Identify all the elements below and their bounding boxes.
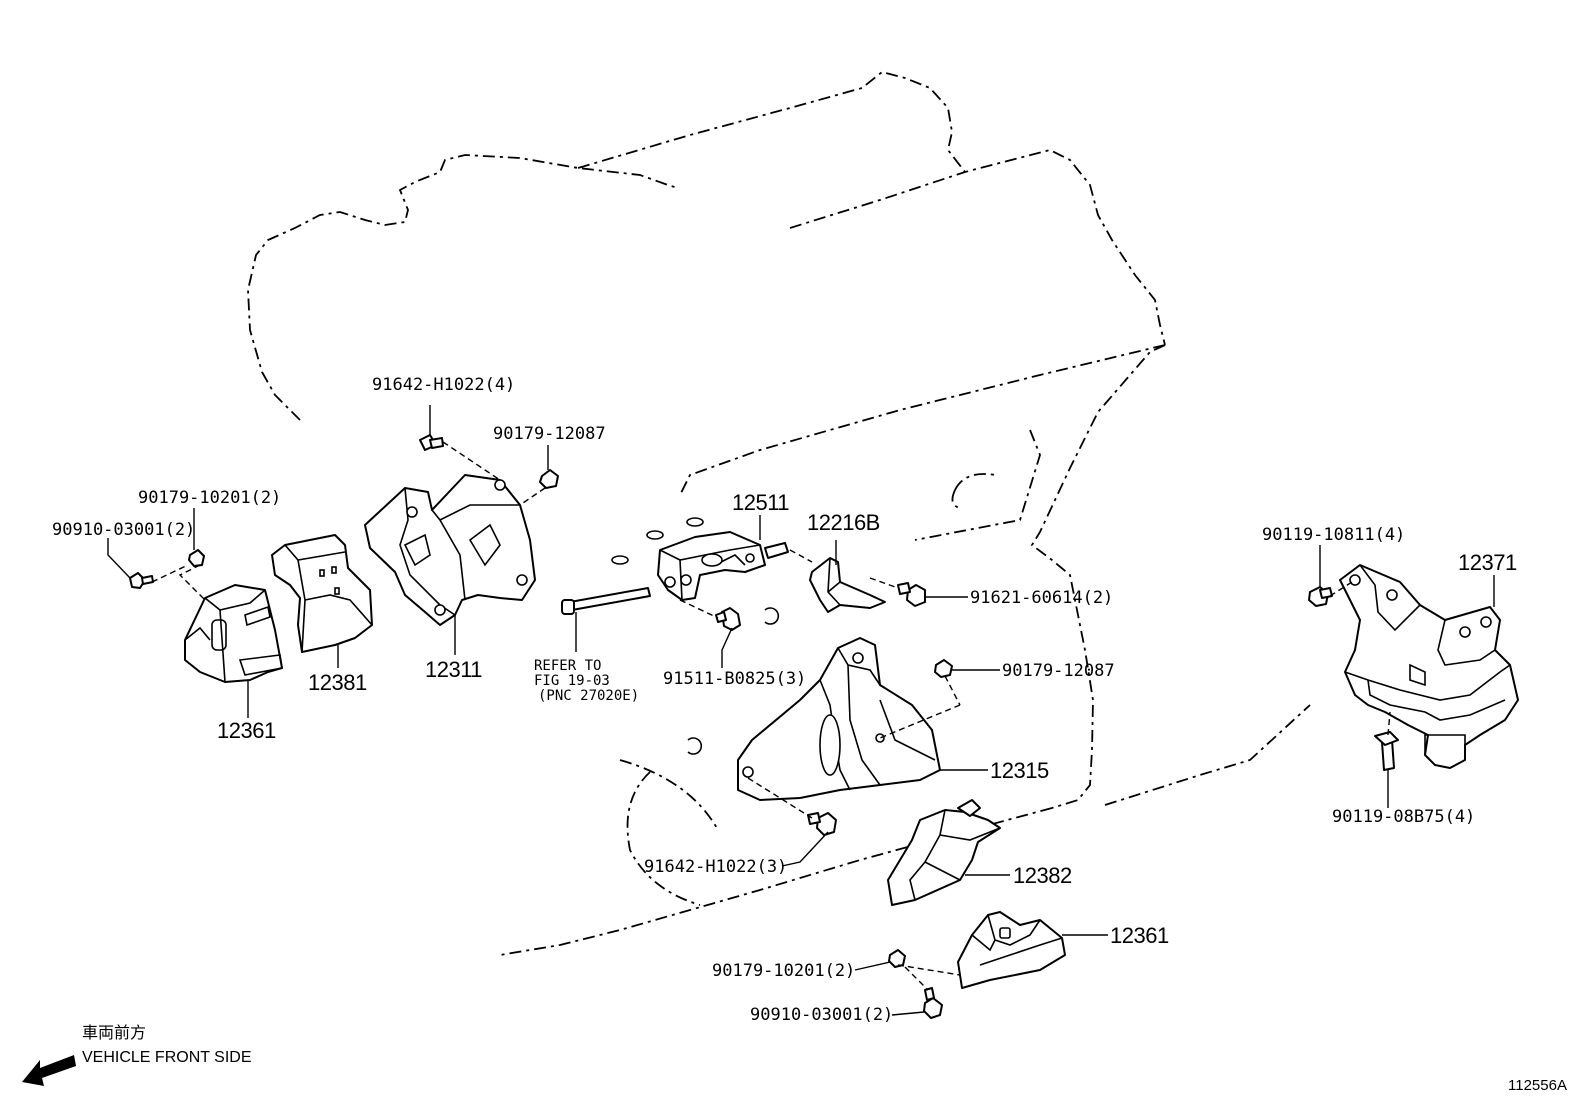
label-90910-03001-bottom[interactable]: 90910-03001(2) <box>750 1005 893 1025</box>
part-12371-rear-mount[interactable] <box>1339 564 1519 769</box>
bolt-90119-08b75[interactable] <box>1374 731 1399 771</box>
bolt-91642-mid[interactable] <box>807 812 837 836</box>
long-bolt-refer[interactable] <box>561 587 651 615</box>
part-12216b-stay[interactable] <box>809 557 886 613</box>
label-12361-right[interactable]: 12361 <box>1110 923 1169 948</box>
direction-jp: 車両前方 <box>82 1023 146 1042</box>
nut-90179-10201-left[interactable] <box>188 549 205 567</box>
bolt-90910-03001-bottom[interactable] <box>923 987 943 1019</box>
label-91642-mid[interactable]: 91642-H1022(3) <box>644 857 787 877</box>
label-90119-08b75[interactable]: 90119-08B75(4) <box>1332 807 1475 827</box>
label-90179-10201-bottom[interactable]: 90179-10201(2) <box>712 961 855 981</box>
label-91621-60614[interactable]: 91621-60614(2) <box>970 588 1113 608</box>
bolt-91621-60614[interactable] <box>897 582 926 607</box>
label-12382[interactable]: 12382 <box>1013 863 1072 888</box>
engine-details <box>611 517 780 755</box>
label-12311[interactable]: 12311 <box>425 657 483 682</box>
label-12315[interactable]: 12315 <box>990 758 1049 783</box>
label-12381[interactable]: 12381 <box>308 670 367 695</box>
label-90179-12087-top[interactable]: 90179-12087 <box>493 424 606 444</box>
label-91642-top[interactable]: 91642-H1022(4) <box>372 375 515 395</box>
vehicle-front-indicator: 車両前方 VEHICLE FRONT SIDE <box>22 1023 252 1086</box>
direction-en: VEHICLE FRONT SIDE <box>82 1049 252 1066</box>
part-labels: 91642-H1022(4) 90179-12087 90179-10201(2… <box>52 375 1517 1025</box>
fasteners[interactable] <box>129 434 1399 1019</box>
label-90910-03001-left[interactable]: 90910-03001(2) <box>52 520 195 540</box>
part-12361-right-mount[interactable] <box>957 911 1066 989</box>
refer-line-1: REFER TO <box>534 658 601 674</box>
bolt-91511-b0825[interactable] <box>715 607 741 631</box>
label-90179-10201-left[interactable]: 90179-10201(2) <box>138 488 281 508</box>
label-91511-b0825[interactable]: 91511-B0825(3) <box>663 669 806 689</box>
leader-lines <box>107 405 1495 1016</box>
front-arrow-icon <box>22 1055 76 1086</box>
nut-90179-12087-top[interactable] <box>539 469 559 489</box>
bolt-90910-03001-left[interactable] <box>129 572 154 589</box>
refer-line-2: FIG 19-03 <box>534 673 610 689</box>
label-12361-left[interactable]: 12361 <box>217 718 276 743</box>
part-12381-insulator[interactable] <box>271 534 373 653</box>
label-90179-12087-mid[interactable]: 90179-12087 <box>1002 661 1115 681</box>
label-12511[interactable]: 12511 <box>732 490 790 515</box>
part-12361-left-mount[interactable] <box>184 584 283 683</box>
refer-line-3: (PNC 27020E) <box>538 688 639 704</box>
part-12511-bracket[interactable] <box>657 531 789 601</box>
assembly-dashed-lines <box>151 441 1391 991</box>
bolt-91642-top[interactable] <box>419 434 444 451</box>
nut-90179-10201-bottom[interactable] <box>888 949 906 968</box>
part-12382-insulator[interactable] <box>887 799 1001 906</box>
bolt-90119-10811[interactable] <box>1308 586 1333 607</box>
nut-90179-12087-mid[interactable] <box>934 659 953 678</box>
diagram-id: 112556A <box>1508 1077 1567 1094</box>
part-12311-bracket[interactable] <box>364 474 536 626</box>
part-12315-bracket[interactable] <box>737 637 941 801</box>
label-90119-10811[interactable]: 90119-10811(4) <box>1262 525 1405 545</box>
label-12371[interactable]: 12371 <box>1458 550 1517 575</box>
label-12216b[interactable]: 12216B <box>807 510 880 535</box>
